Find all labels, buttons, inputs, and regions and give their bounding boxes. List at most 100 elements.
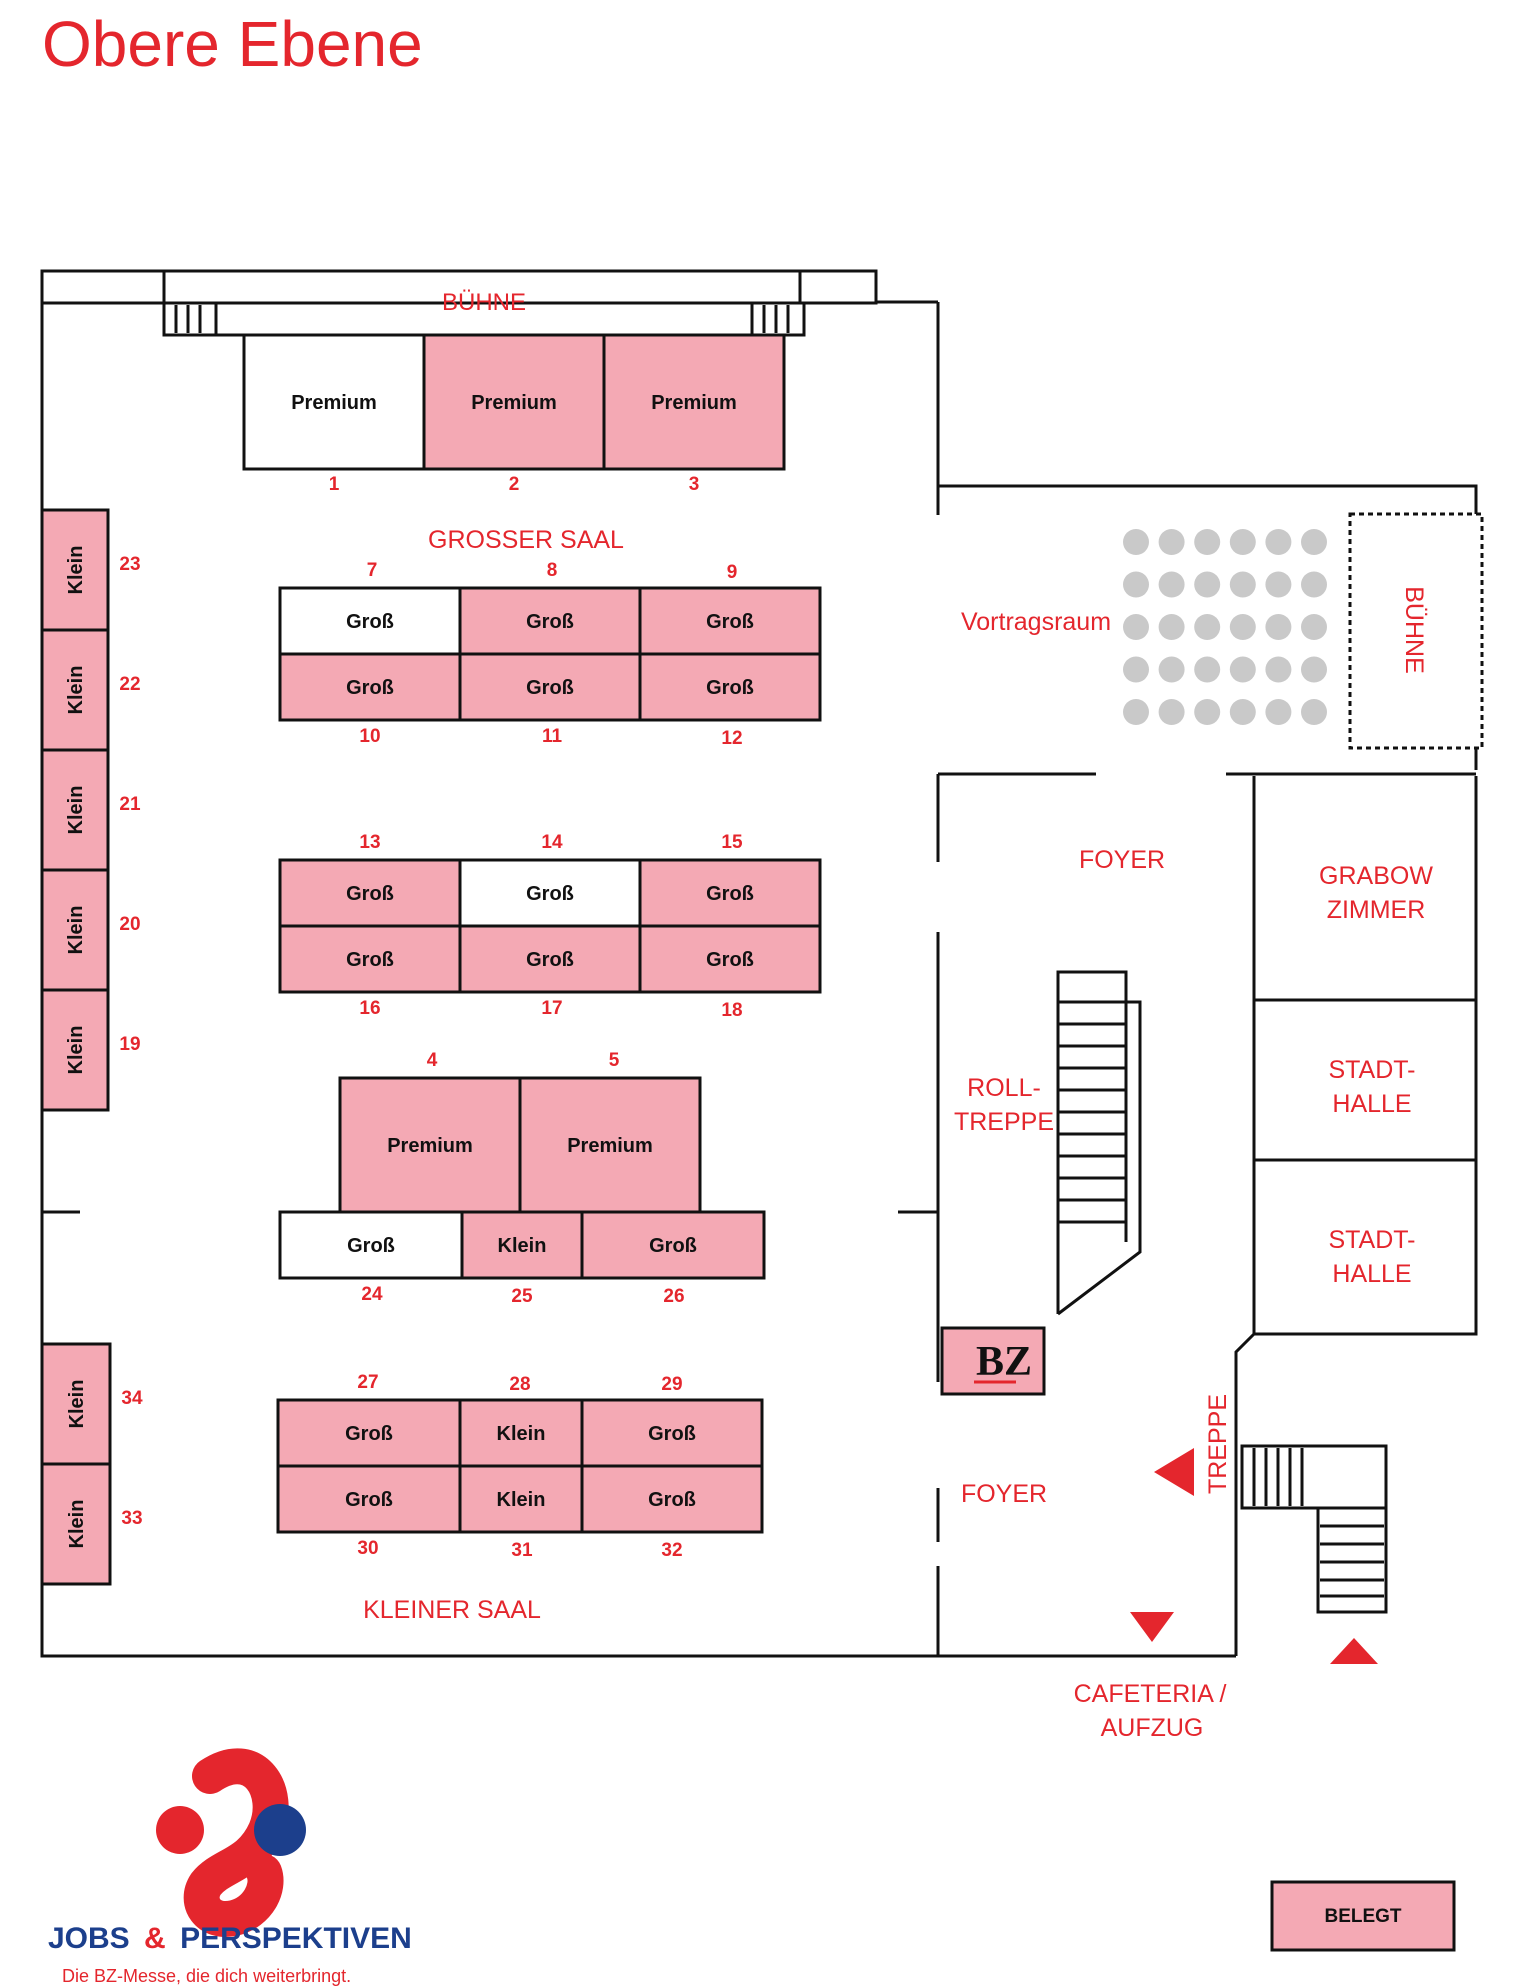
brand-name-part1: JOBS — [48, 1922, 130, 1955]
seat — [1158, 614, 1185, 640]
seat — [1301, 656, 1327, 683]
grabow-label-line1: GRABOW — [1319, 862, 1433, 890]
booth-type-label: Klein — [65, 1026, 87, 1075]
booth-box — [40, 508, 110, 632]
seat — [1229, 571, 1256, 598]
booth-type-label: Klein — [65, 546, 87, 595]
seat — [1158, 529, 1185, 555]
seat — [1229, 614, 1256, 640]
booth-type-label: Groß — [346, 883, 394, 905]
seat — [1123, 571, 1149, 598]
booth-type-label: Klein — [65, 786, 87, 835]
booth-type-label: Groß — [347, 1235, 395, 1257]
booth-type-label: Klein — [65, 666, 87, 715]
booth-box — [460, 1210, 584, 1280]
brand-logo: JOBS & PERSPEKTIVEN Die BZ-Messe, die di… — [48, 1748, 412, 1986]
seat — [1123, 529, 1149, 555]
booth-box — [40, 868, 110, 992]
booth-box — [40, 1342, 112, 1466]
booth-number: 3 — [689, 474, 700, 495]
legend-occupied-swatch — [1270, 1880, 1456, 1952]
booth-28: Klein 28 — [458, 1374, 584, 1468]
booth-type-label: Groß — [706, 949, 754, 971]
booth-23: Klein 23 — [40, 508, 141, 632]
booth-type-label: Klein — [66, 1500, 88, 1549]
booth-type-label: Premium — [387, 1135, 473, 1157]
stadthalle-a-line2: HALLE — [1332, 1090, 1411, 1118]
grabow-label-line2: ZIMMER — [1327, 896, 1426, 924]
booth-box — [242, 333, 426, 471]
seat — [1301, 529, 1327, 555]
booth-type-label: Groß — [346, 677, 394, 699]
seat — [1123, 656, 1149, 683]
booth-type-label: Premium — [567, 1135, 653, 1157]
seat — [1123, 614, 1149, 640]
booth-type-label: Groß — [526, 883, 574, 905]
booth-number: 8 — [547, 560, 558, 581]
booth-type-label: Klein — [65, 906, 87, 955]
kleiner-saal-label: KLEINER SAAL — [363, 1596, 541, 1624]
booth-box — [458, 1464, 584, 1534]
booth-number: 27 — [357, 1372, 378, 1393]
booth-number: 20 — [119, 914, 140, 935]
booth-box — [580, 1464, 764, 1534]
booth-number: 25 — [511, 1286, 533, 1307]
booth-type-label: Klein — [497, 1489, 546, 1511]
booth-box — [40, 1462, 112, 1586]
booth-number: 31 — [511, 1540, 533, 1561]
booth-type-label: Klein — [498, 1235, 547, 1257]
stadthalle-a-line1: STADT- — [1328, 1056, 1415, 1084]
booth-box — [458, 924, 642, 994]
arrow-left-icon — [1154, 1448, 1194, 1496]
booth-number: 9 — [727, 562, 738, 583]
vortragsraum-label: Vortragsraum — [961, 608, 1111, 636]
main-stage: BÜHNE — [40, 269, 878, 337]
cafeteria-line2: AUFZUG — [1101, 1714, 1204, 1742]
seat — [1265, 699, 1292, 725]
booth-box — [278, 924, 462, 994]
booth-number: 5 — [609, 1050, 620, 1071]
booth-number: 26 — [663, 1286, 684, 1307]
treppe-label: TREPPE — [1204, 1394, 1232, 1494]
seat — [1158, 656, 1185, 683]
foyer-bottom-label: FOYER — [961, 1480, 1047, 1508]
seat — [1194, 571, 1221, 598]
booth-number: 4 — [427, 1050, 438, 1071]
seat — [1158, 699, 1185, 725]
booth-number: 16 — [359, 998, 380, 1019]
booth-box — [338, 1076, 522, 1214]
booth-number: 28 — [509, 1374, 530, 1395]
seat — [1301, 614, 1327, 640]
booth-box — [518, 1076, 702, 1214]
booth-type-label: Klein — [66, 1380, 88, 1429]
booth-31: Klein 31 — [458, 1464, 584, 1561]
booth-box — [602, 333, 786, 471]
booth-number: 13 — [359, 832, 380, 853]
brand-mark-icon — [183, 1748, 289, 1937]
brand-tagline: Die BZ-Messe, die dich weiterbringt. — [62, 1966, 351, 1986]
foyer-top-label: FOYER — [1079, 846, 1165, 874]
booth-type-label: Klein — [497, 1423, 546, 1445]
seat — [1301, 571, 1327, 598]
booth-number: 15 — [721, 832, 743, 853]
booth-number: 17 — [541, 998, 562, 1019]
booth-number: 23 — [119, 554, 140, 575]
seat — [1265, 614, 1292, 640]
